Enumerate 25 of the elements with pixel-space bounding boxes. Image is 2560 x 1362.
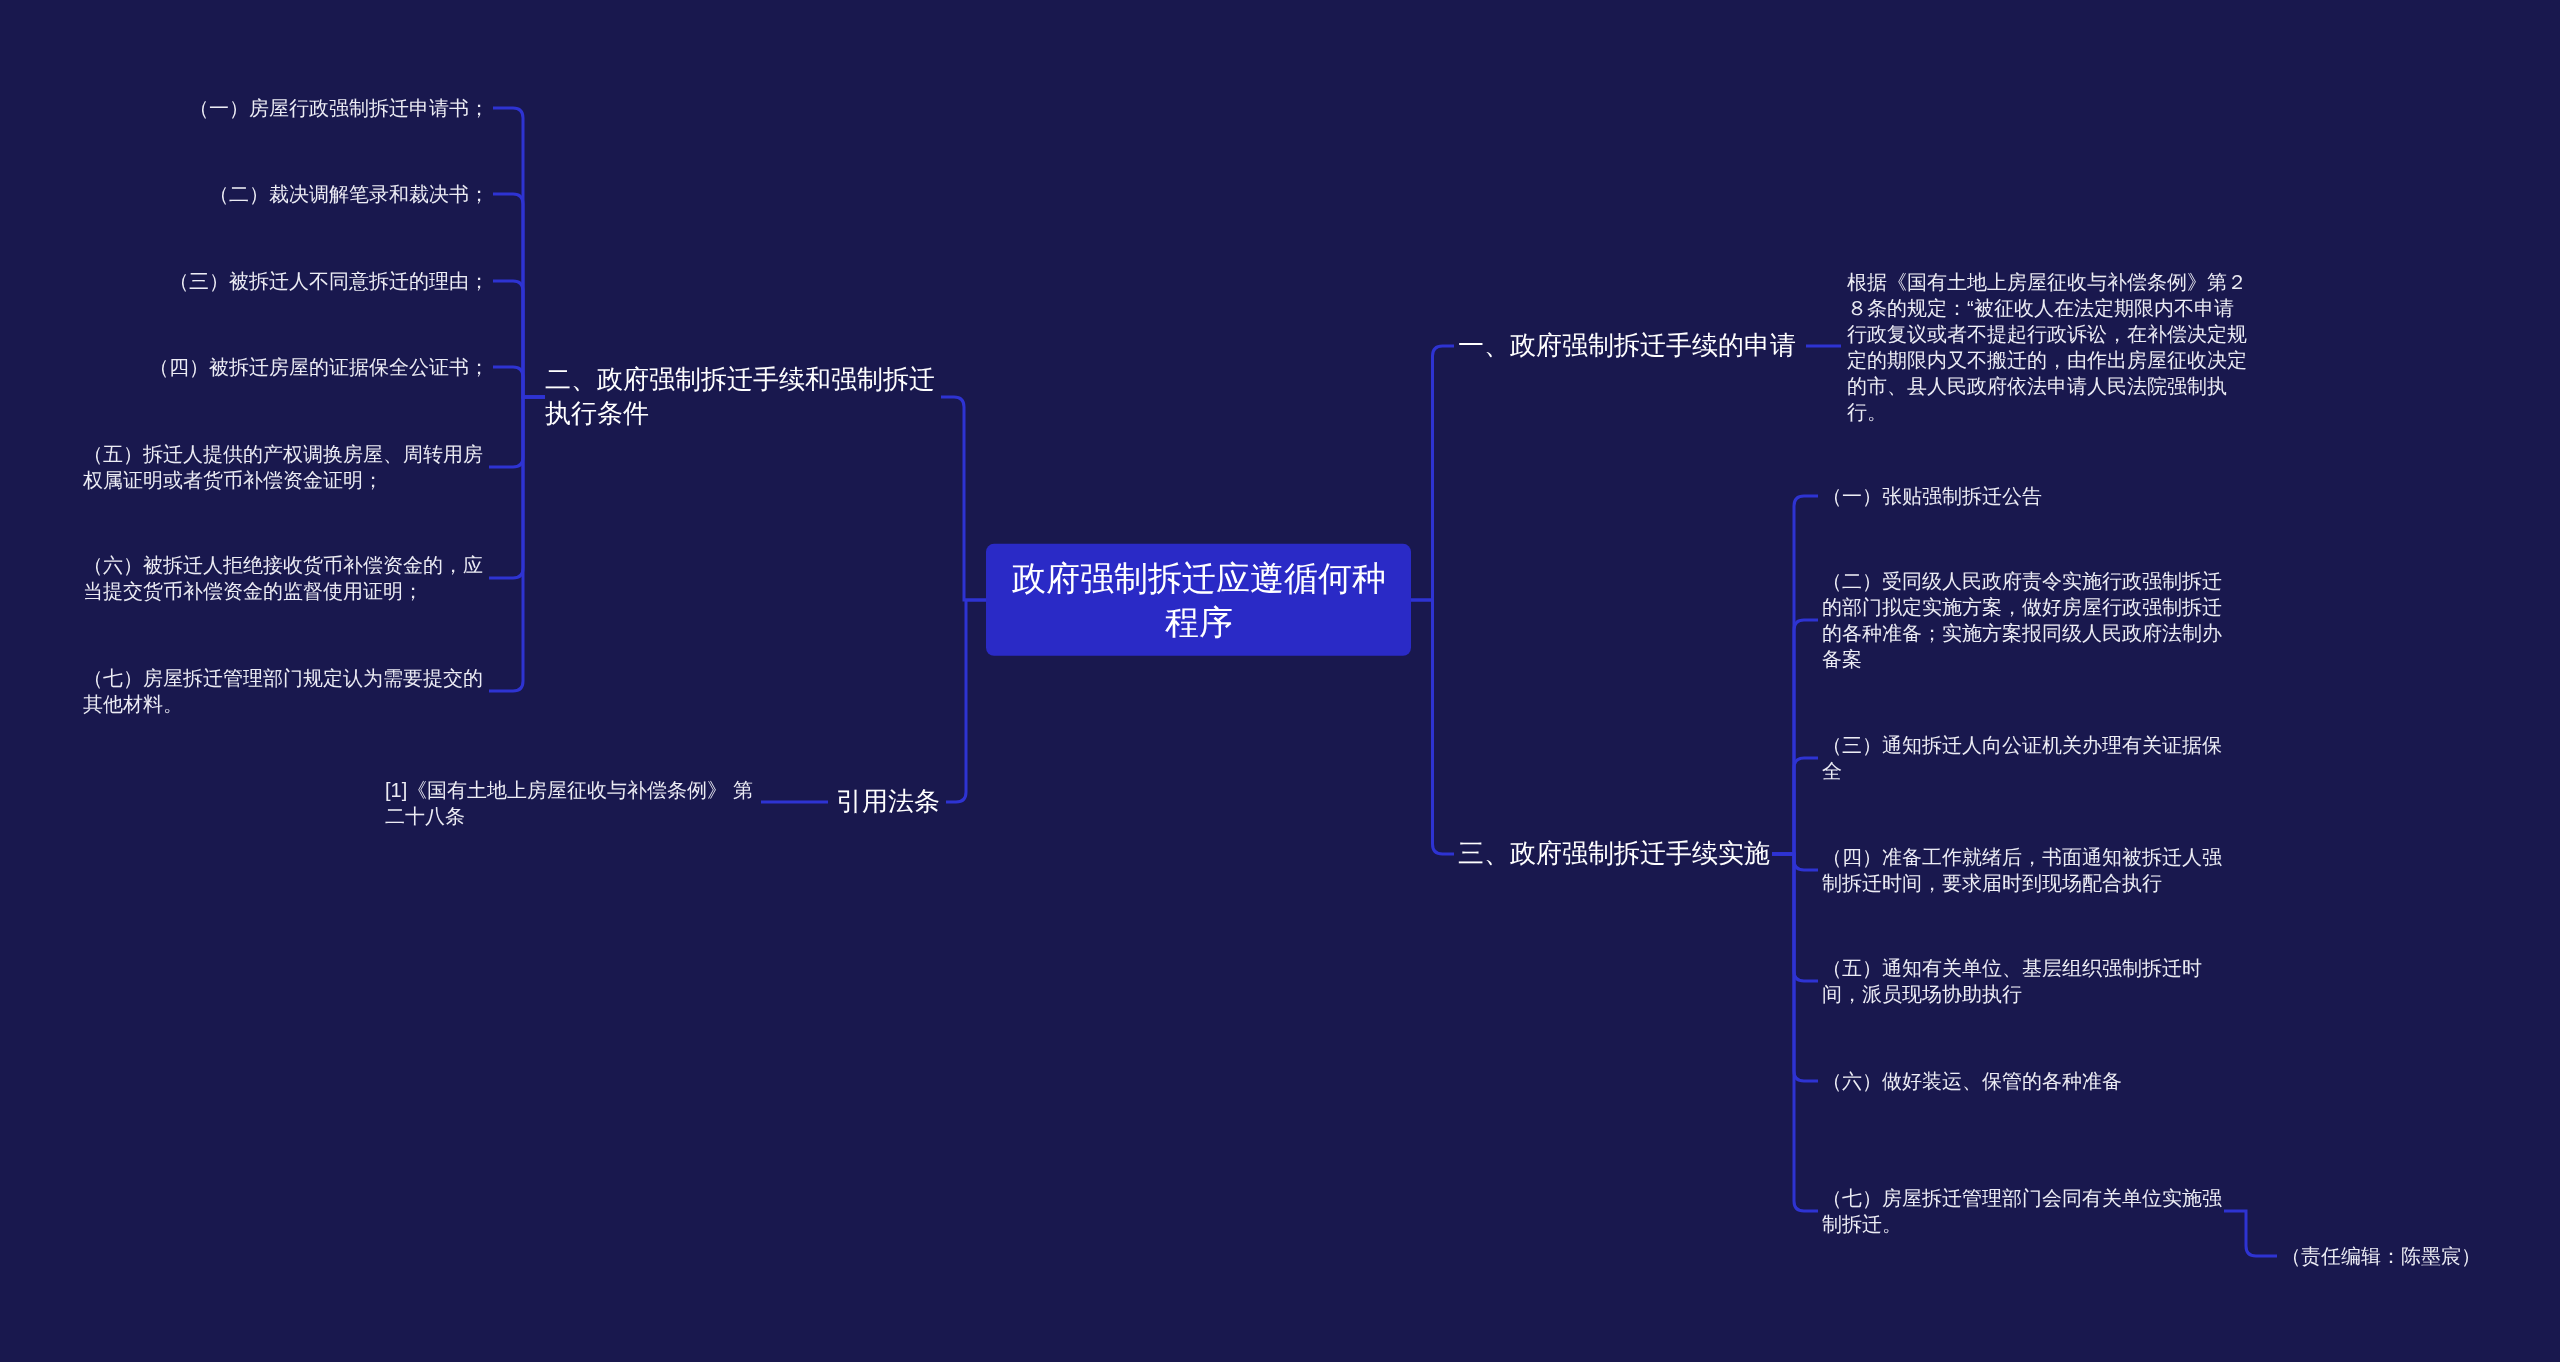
connector-line (1806, 344, 1841, 348)
subtopic-text: [1]《国有土地上房屋征收与补偿条例》 第二十八条 (385, 777, 755, 829)
connector-line (761, 800, 828, 804)
subtopic-text: （七）房屋拆迁管理部门会同有关单位实施强制拆迁。 (1822, 1185, 2224, 1237)
subtopic-text: （五）拆迁人提供的产权调换房屋、周转用房权属证明或者货币补偿资金证明； (83, 441, 485, 493)
branch-topic: 引用法条 (836, 785, 942, 819)
subtopic-text: （三）通知拆迁人向公证机关办理有关证据保全 (1822, 732, 2224, 784)
editor-note: （责任编辑：陈墨宸） (2281, 1243, 2481, 1269)
subtopic-text: （一）房屋行政强制拆迁申请书； (187, 95, 489, 121)
subtopic-text: （七）房屋拆迁管理部门规定认为需要提交的其他材料。 (83, 665, 485, 717)
subtopic-text: （一）张贴强制拆迁公告 (1822, 483, 2044, 509)
branch-topic: 三、政府强制拆迁手续实施 (1458, 837, 1772, 871)
branch-topic: 二、政府强制拆迁手续和强制拆迁执行条件 (545, 363, 937, 431)
subtopic-text: （六）被拆迁人拒绝接收货币补偿资金的，应当提交货币补偿资金的监督使用证明； (83, 552, 485, 604)
subtopic-text: （六）做好装运、保管的各种准备 (1822, 1068, 2124, 1094)
subtopic-text: （三）被拆迁人不同意拆迁的理由； (167, 268, 489, 294)
subtopic-text: （二）裁决调解笔录和裁决书； (207, 181, 489, 207)
branch-topic: 一、政府强制拆迁手续的申请 (1458, 329, 1798, 363)
subtopic-text: （四）被拆迁房屋的证据保全公证书； (147, 354, 489, 380)
connector-line (2224, 1209, 2277, 1258)
subtopic-text: （四）准备工作就绪后，书面通知被拆迁人强制拆迁时间，要求届时到现场配合执行 (1822, 844, 2224, 896)
subtopic-text: （二）受同级人民政府责令实施行政强制拆迁的部门拟定实施方案，做好房屋行政强制拆迁的各种准备；实施方案报同级人民政府法制办备案 (1822, 568, 2224, 672)
central-topic-box: 政府强制拆迁应遵循何种程序 (986, 543, 1411, 657)
subtopic-text: 根据《国有土地上房屋征收与补偿条例》第２８条的规定：“被征收人在法定期限内不申请行政复议或者不提起行政诉讼，在补偿决定规定的期限内又不搬迁的，由作出房屋征收决定的市、县人民政府依法申请人民法院强制执行。 (1847, 269, 2249, 425)
subtopic-text: （五）通知有关单位、基层组织强制拆迁时间，派员现场协助执行 (1822, 955, 2204, 1007)
